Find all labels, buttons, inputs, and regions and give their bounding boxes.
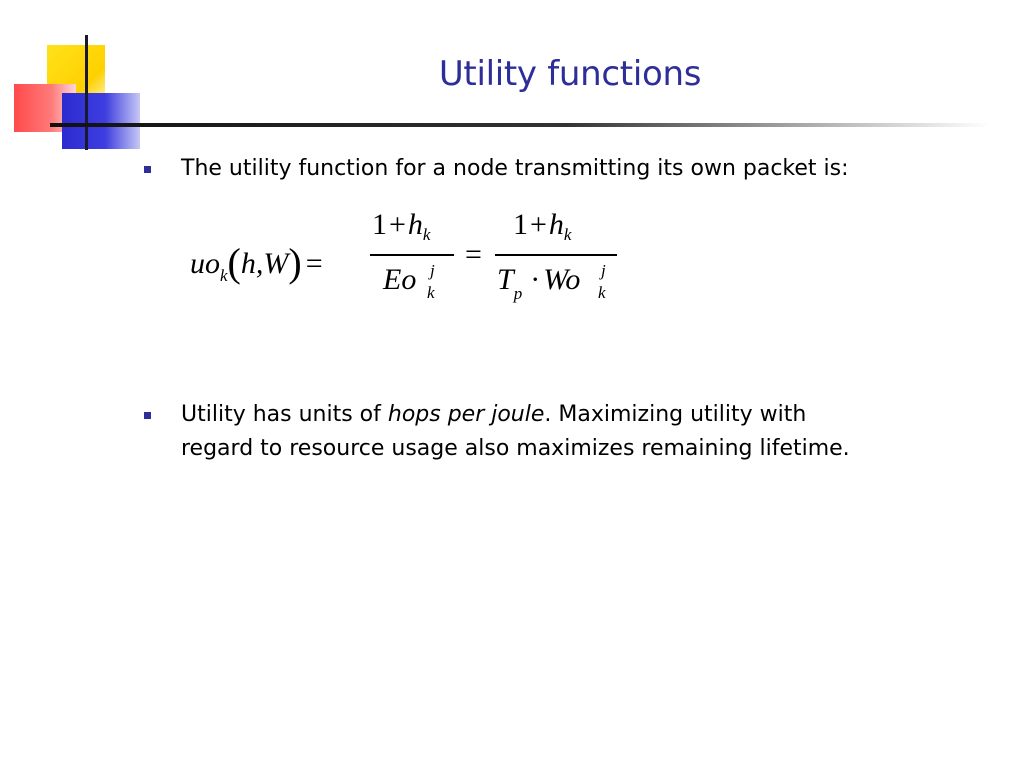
eq-lhs-func: uo — [190, 247, 220, 280]
frac2-den-var: Wo — [543, 263, 581, 296]
eq-lhs-args: h,W — [240, 247, 289, 280]
frac2-denominator: Tp ·Wo j k — [497, 261, 606, 303]
bullet-square-icon — [144, 166, 151, 173]
frac2-num-one: 1 — [513, 208, 528, 241]
frac2-den-sup: j — [601, 261, 606, 280]
frac2-den-t: T — [497, 263, 514, 296]
frac2-num-plus: + — [530, 208, 547, 241]
frac2-den-dot: · — [530, 263, 541, 296]
frac2-numerator: 1+hk — [513, 208, 572, 244]
frac2-den-tsub: p — [513, 284, 523, 303]
title-divider — [50, 123, 990, 127]
frac2-bar — [495, 254, 617, 256]
frac1-den-sub: k — [427, 283, 435, 302]
frac2-num-h: h — [548, 208, 564, 241]
frac1-denominator: Eo j k — [383, 261, 435, 302]
equation-lhs: uok(h,W)= — [190, 236, 323, 285]
eq-lhs-paren-close: ) — [288, 240, 302, 285]
frac1-den-sup: j — [430, 261, 435, 280]
equation-fraction-2: 1+hk Tp·Wo j k — [495, 200, 617, 310]
frac1-num-plus: + — [389, 208, 406, 241]
equation-fraction-1: 1+hk Eo j k — [370, 200, 454, 310]
eq-equals-1: = — [305, 247, 323, 280]
frac2-num-sub: k — [563, 225, 572, 244]
bullet-text-2-line-2: regard to resource usage also maximizes … — [181, 436, 850, 461]
slide-logo — [0, 0, 150, 160]
frac1-num-one: 1 — [372, 208, 387, 241]
utility-equation: uok(h,W)= 1+hk Eo j k = 1+hk Tp·Wo j k — [190, 200, 620, 310]
bullet-square-icon — [144, 412, 151, 419]
bullet-2-emphasis: hops per joule — [387, 402, 545, 427]
slide-title: Utility functions — [438, 54, 702, 94]
frac2-den-sub: k — [598, 283, 606, 302]
eq-lhs-paren-open: ( — [227, 240, 241, 285]
logo-blue-square — [62, 93, 140, 149]
bullet-2-prefix: Utility has units of — [181, 402, 388, 427]
frac1-bar — [370, 254, 454, 256]
eq-equals-2: = — [465, 238, 482, 271]
logo-vertical-line — [85, 35, 88, 150]
bullet-text-2-line-1: Utility has units of hops per joule. Max… — [181, 398, 806, 432]
eq-lhs-sub: k — [220, 266, 228, 285]
bullet-text-1: The utility function for a node transmit… — [181, 156, 849, 181]
frac1-den-var: Eo — [383, 263, 417, 296]
frac1-num-h: h — [407, 208, 423, 241]
bullet-2-suffix: . Maximizing utility with — [544, 402, 807, 427]
frac1-numerator: 1+hk — [372, 208, 431, 244]
frac1-num-sub: k — [422, 225, 431, 244]
